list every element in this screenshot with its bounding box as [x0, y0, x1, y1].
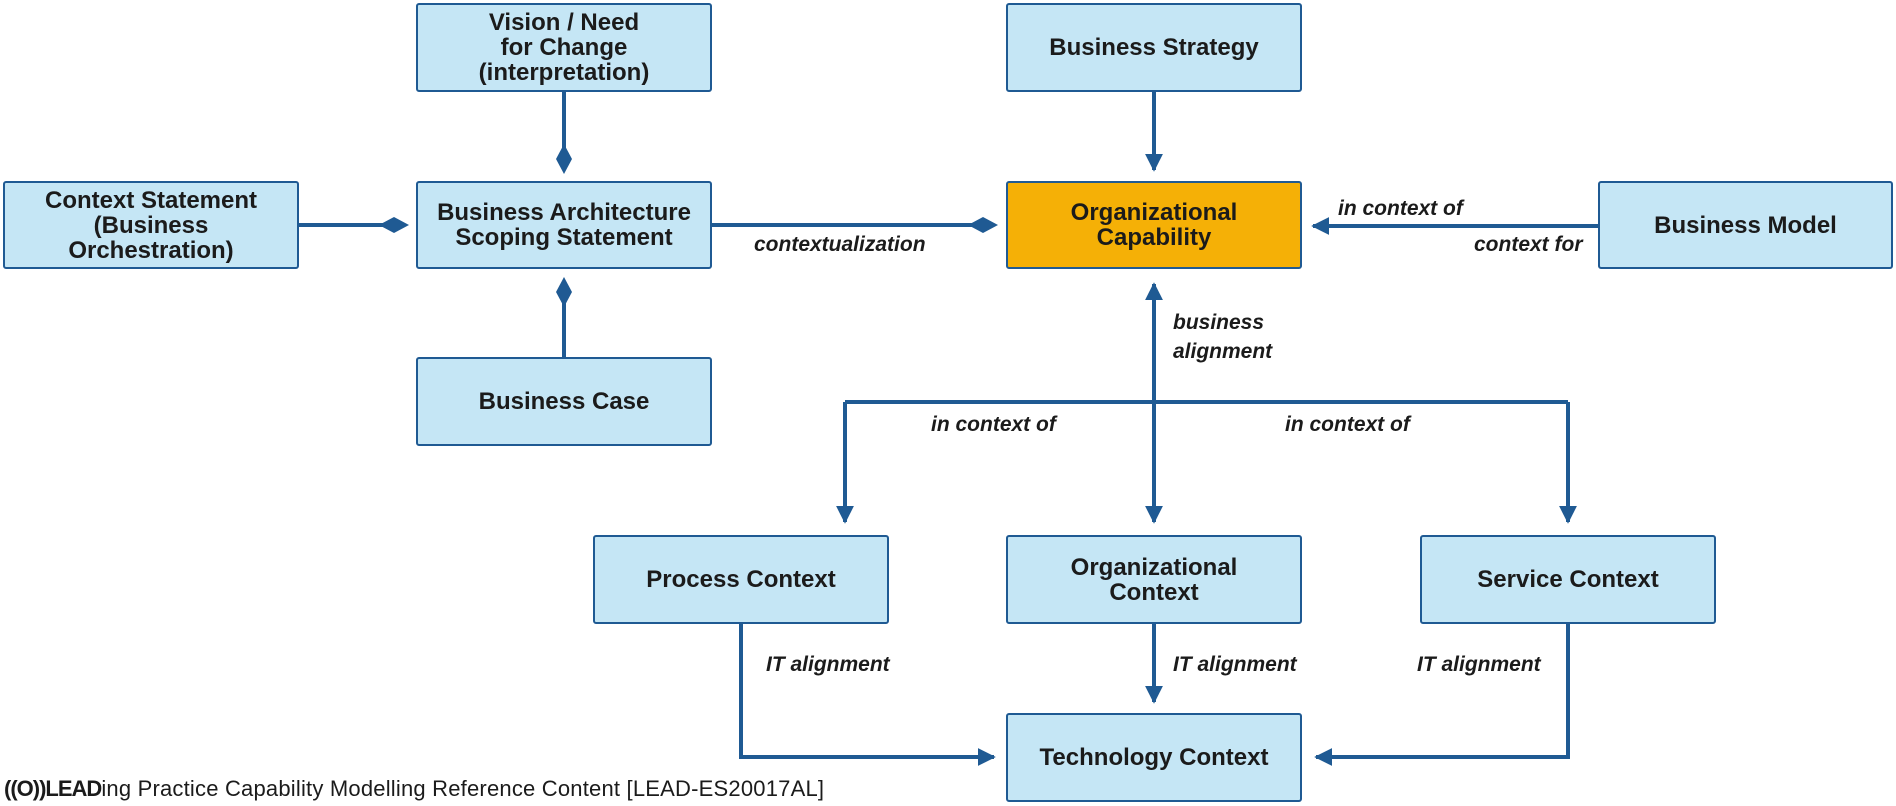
it-alignment-org-label: IT alignment	[1173, 653, 1297, 676]
context-aggregation-diamond	[379, 217, 409, 233]
organizational-context-node: Organizational Context	[1006, 535, 1302, 624]
it-alignment-service-label: IT alignment	[1417, 653, 1541, 676]
business-alignment-label: business alignment	[1173, 311, 1273, 363]
organizational-capability-node: Organizational Capability	[1006, 181, 1302, 269]
it-alignment-process-label: IT alignment	[766, 653, 890, 676]
in-context-of-right-label: in context of	[1285, 413, 1410, 436]
service-technology-arrow	[1314, 624, 1570, 766]
service-context-node: Service Context	[1420, 535, 1716, 624]
contextualization-label: contextualization	[754, 233, 926, 256]
contextualization-diamond	[968, 217, 998, 233]
in-context-of-left-label: in context of	[931, 413, 1056, 436]
business-case-node: Business Case	[416, 357, 712, 446]
vision-need-node: Vision / Need for Change (interpretation…	[416, 3, 712, 92]
business-model-node: Business Model	[1598, 181, 1893, 269]
process-context-node: Process Context	[593, 535, 889, 624]
leading-practice-logo: ((O))LEAD	[4, 776, 102, 801]
case-aggregation-diamond	[556, 277, 572, 307]
scoping-statement-node: Business Architecture Scoping Statement	[416, 181, 712, 269]
context-for-label: context for	[1474, 233, 1583, 256]
footer-credit: ((O))LEADing Practice Capability Modelli…	[4, 776, 824, 802]
business-strategy-node: Business Strategy	[1006, 3, 1302, 92]
footer-text: ing Practice Capability Modelling Refere…	[101, 776, 825, 801]
in-context-of-model-label: in context of	[1338, 197, 1463, 220]
technology-context-node: Technology Context	[1006, 713, 1302, 802]
context-statement-node: Context Statement (Business Orchestratio…	[3, 181, 299, 269]
vision-aggregation-diamond	[556, 144, 572, 174]
process-technology-arrow	[739, 624, 996, 766]
